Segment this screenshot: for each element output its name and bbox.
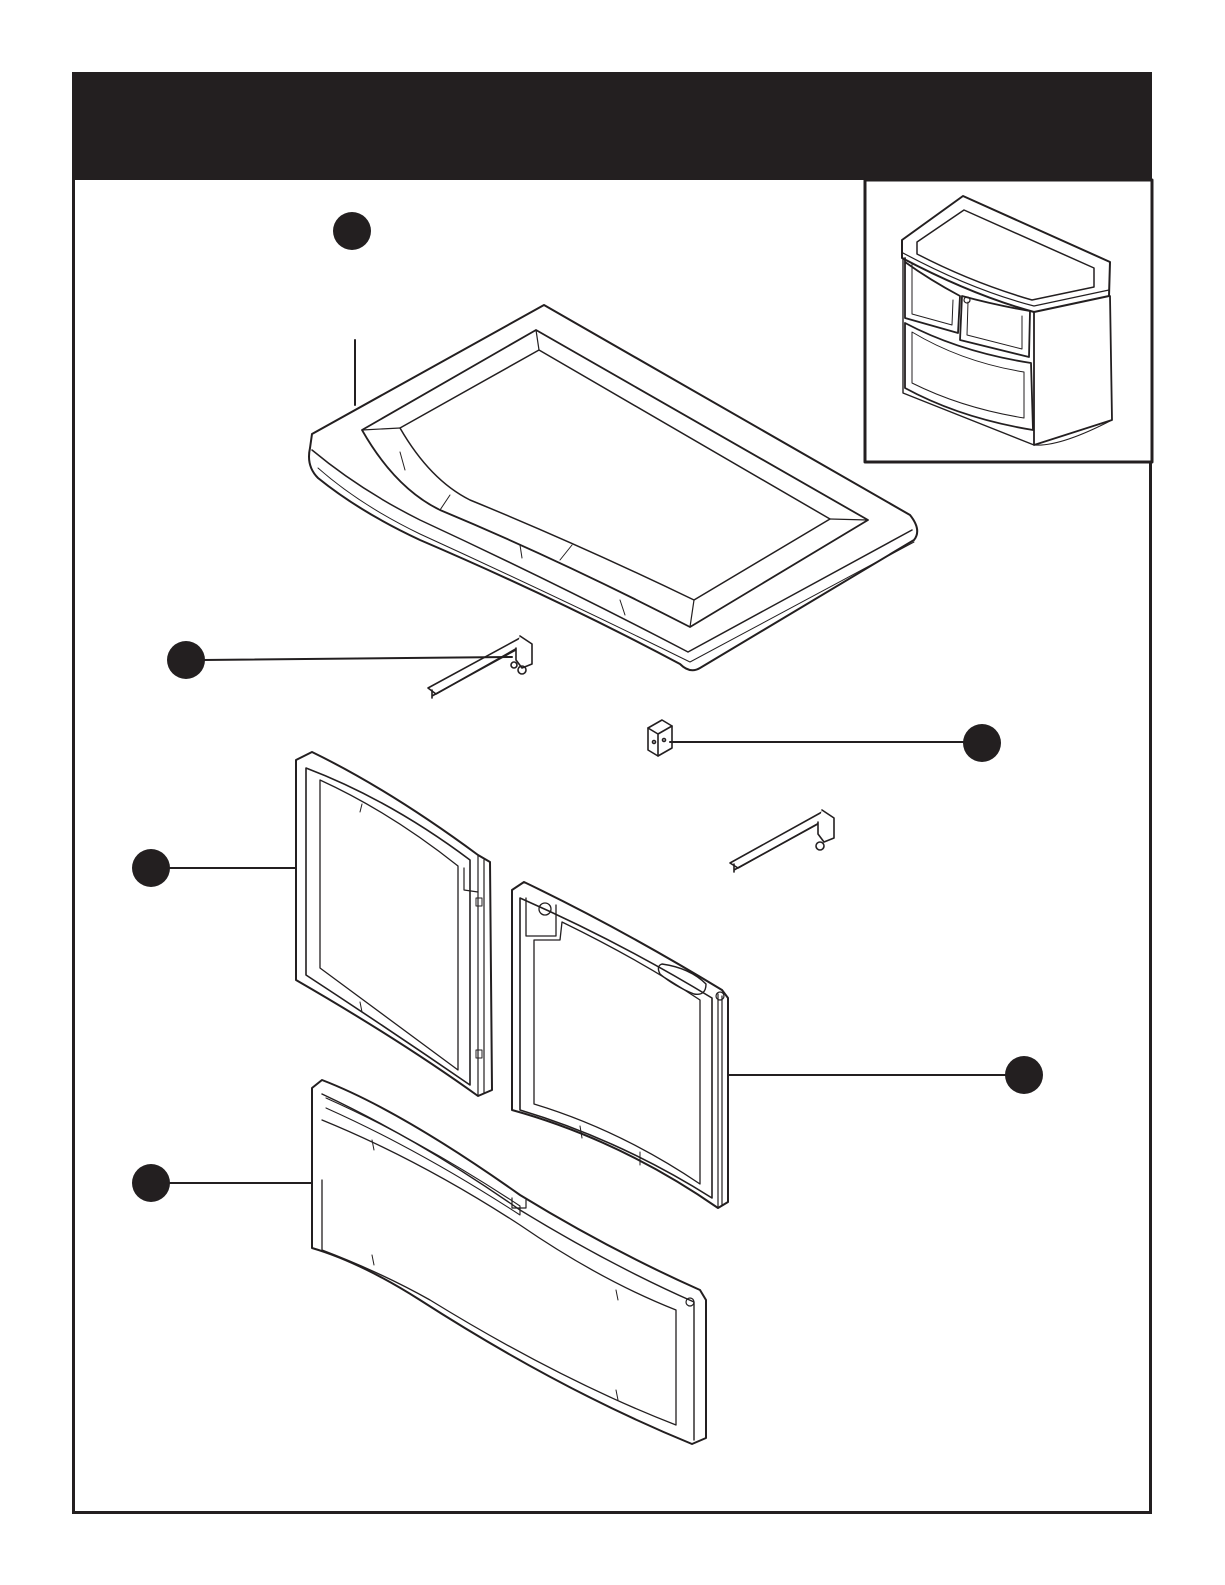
part-door-right-drawing bbox=[512, 882, 728, 1208]
callout-top bbox=[333, 212, 371, 250]
part-hinge-block-drawing bbox=[648, 720, 672, 756]
assembled-view-inset bbox=[865, 180, 1152, 462]
part-top-drawing bbox=[309, 305, 917, 670]
part-hinge-bracket-lower-drawing bbox=[730, 810, 834, 872]
leader-line-hinge-bracket bbox=[203, 657, 512, 660]
part-door-left-drawing bbox=[296, 752, 492, 1096]
callout-hinge-block bbox=[963, 724, 1001, 762]
callout-hinge-bracket bbox=[167, 641, 205, 679]
part-hinge-bracket-upper-drawing bbox=[428, 636, 532, 698]
callout-drawer-front bbox=[132, 1164, 170, 1202]
callout-door-left bbox=[132, 849, 170, 887]
callout-door-right bbox=[1005, 1056, 1043, 1094]
